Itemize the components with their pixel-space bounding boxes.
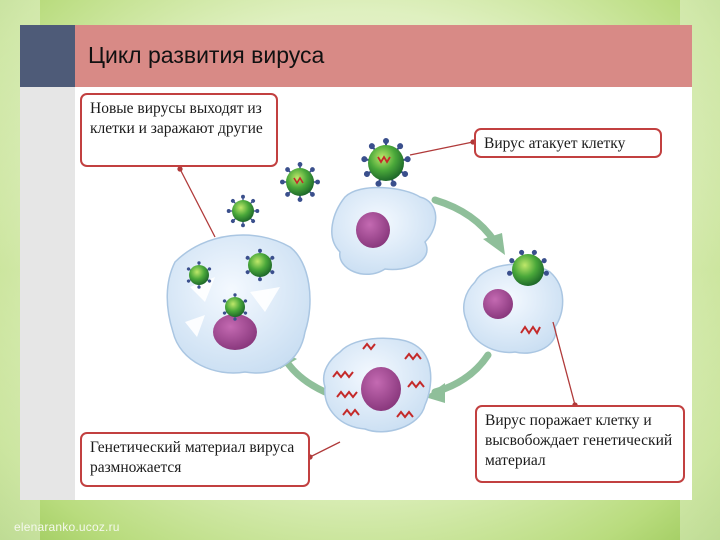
callout-virus-attacks: Вирус атакует клетку — [474, 128, 662, 158]
virus-icon — [359, 137, 413, 189]
site-footer: elenaranko.ucoz.ru — [14, 520, 120, 534]
callout-material-replicates: Генетический материал вируса размножаетс… — [80, 432, 310, 487]
virus-icon — [226, 194, 260, 228]
title-bar — [75, 25, 692, 87]
viral-rna — [520, 325, 541, 335]
viral-rna-copies — [332, 342, 425, 419]
virus-icon — [279, 161, 321, 203]
virus-icon — [244, 248, 276, 282]
virus-cycle-diagram — [166, 137, 578, 460]
slide-title: Цикл развития вируса — [88, 42, 325, 68]
cell-nucleus — [361, 367, 401, 411]
arrowhead — [483, 233, 505, 255]
virus-icon — [505, 248, 551, 286]
arrow-attack-to-infect — [431, 196, 499, 246]
virus-icon — [221, 292, 249, 322]
side-strip — [20, 87, 75, 500]
arrowhead — [425, 383, 445, 403]
membrane-fragments — [185, 277, 280, 337]
cell-nucleus — [213, 314, 257, 350]
corner-block — [20, 25, 75, 87]
cell-nucleus — [356, 212, 390, 248]
callout-virus-releases-material: Вирус поражает клетку и высвобождает ген… — [475, 405, 685, 483]
callout-new-viruses: Новые вирусы выходят из клетки и заражаю… — [80, 93, 278, 167]
virus-icon — [185, 260, 213, 290]
cell-infected — [463, 263, 564, 354]
cell-nucleus — [483, 289, 513, 319]
arrow-replicate-to-release — [281, 355, 329, 396]
